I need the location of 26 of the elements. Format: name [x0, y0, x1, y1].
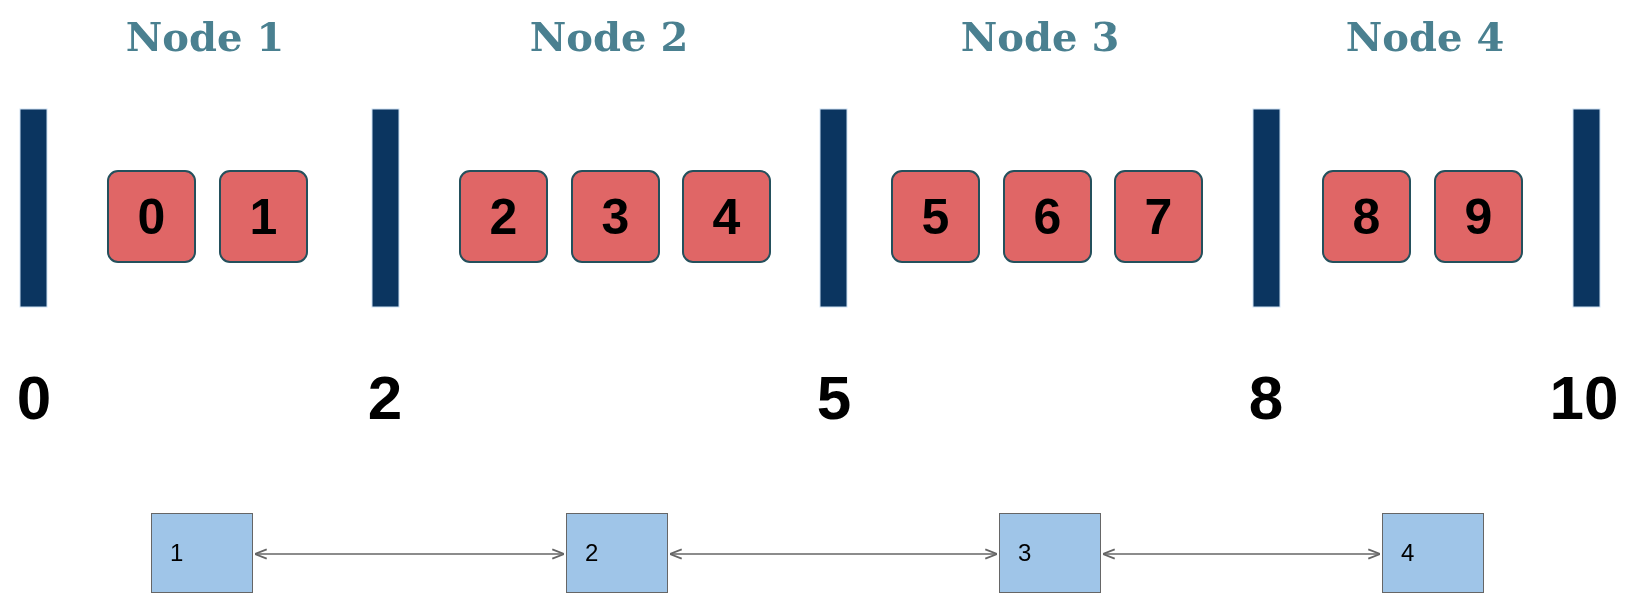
number-tile: 6 [1003, 170, 1092, 263]
double-arrow [669, 548, 998, 560]
number-tile: 3 [571, 170, 660, 263]
list-node-box: 4 [1382, 513, 1484, 593]
number-tile: 0 [107, 170, 196, 263]
number-tile: 5 [891, 170, 980, 263]
index-label: 0 [16, 361, 52, 433]
list-node-box: 2 [566, 513, 668, 593]
section-heading: Node 2 [529, 12, 689, 60]
index-label: 10 [1549, 361, 1619, 433]
number-tile: 2 [459, 170, 548, 263]
number-tile: 4 [682, 170, 771, 263]
index-label: 8 [1248, 361, 1284, 433]
number-tile: 9 [1434, 170, 1523, 263]
section-heading: Node 1 [125, 12, 285, 60]
number-tile: 1 [219, 170, 308, 263]
number-tile: 7 [1114, 170, 1203, 263]
number-tile: 8 [1322, 170, 1411, 263]
section-heading: Node 3 [960, 12, 1120, 60]
index-label: 2 [367, 361, 403, 433]
double-arrow [254, 548, 565, 560]
double-arrow [1102, 548, 1381, 560]
list-node-box: 1 [151, 513, 253, 593]
section-heading: Node 4 [1345, 12, 1505, 60]
index-label: 5 [816, 361, 852, 433]
list-node-box: 3 [999, 513, 1101, 593]
